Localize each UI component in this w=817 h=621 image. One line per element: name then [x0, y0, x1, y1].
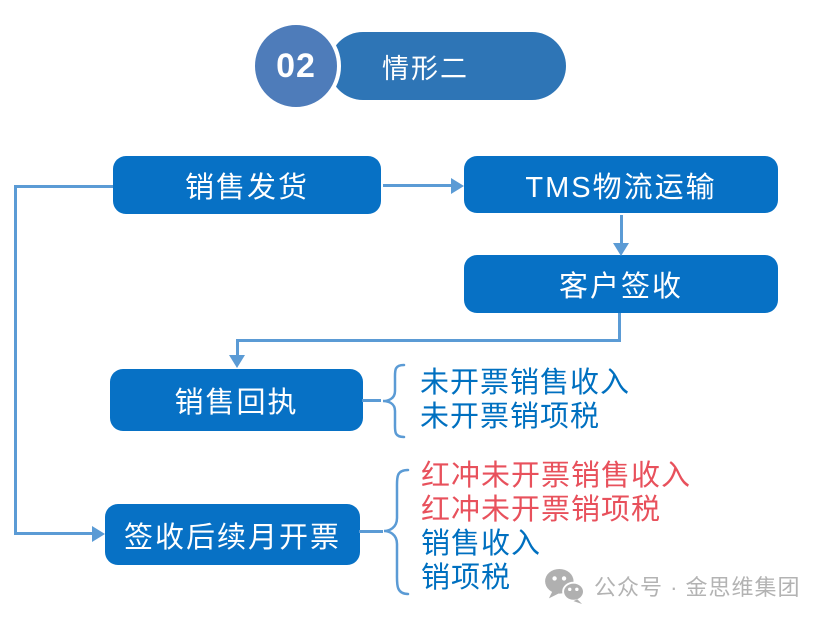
connector-sign-elbow-down — [618, 313, 621, 342]
watermark-text: 公众号 · 金思维集团 — [594, 575, 801, 600]
connector-sign-elbow-drop — [236, 339, 239, 357]
brace-stub-invoice — [359, 530, 383, 533]
connector-shipment-tms — [383, 184, 453, 187]
node-sales-shipment: 销售发货 — [113, 156, 381, 214]
node-customer-sign-label: 客户签收 — [558, 271, 683, 303]
list-item: 销项税 — [421, 562, 512, 594]
receipt-outputs-list: 未开票销售收入 未开票销项税 — [420, 366, 630, 434]
connector-sign-elbow-across — [236, 339, 621, 342]
node-customer-sign: 客户签收 — [464, 255, 778, 313]
header-step-badge: 02 — [251, 21, 341, 111]
arrowhead-into-receipt — [229, 355, 245, 368]
brace-receipt-outputs — [382, 363, 406, 439]
invoice-outputs-list: 红冲未开票销售收入 红冲未开票销项税 销售收入 销项税 — [421, 459, 691, 595]
brace-stub-receipt — [362, 399, 381, 402]
header-step-number: 02 — [276, 46, 316, 85]
wechat-icon — [545, 568, 585, 604]
list-item: 未开票销项税 — [420, 401, 601, 433]
node-next-month-invoice-label: 签收后续月开票 — [123, 521, 341, 554]
connector-left-top-segment — [14, 185, 113, 188]
connector-left-bottom-segment — [14, 532, 93, 535]
node-sales-receipt: 销售回执 — [110, 369, 363, 431]
list-item: 未开票销售收入 — [420, 367, 631, 399]
brace-invoice-outputs — [383, 468, 410, 596]
header-banner: 情形二 — [329, 32, 566, 100]
node-tms-logistics-label: TMS物流运输 — [525, 171, 717, 204]
connector-tms-sign — [620, 215, 623, 245]
list-item: 销售收入 — [421, 528, 542, 560]
header-title: 情形二 — [382, 53, 469, 84]
node-sales-receipt-label: 销售回执 — [174, 387, 299, 419]
connector-left-vertical-segment — [14, 185, 17, 535]
arrowhead-into-invoice — [92, 526, 105, 542]
arrowhead-into-tms — [451, 178, 464, 194]
node-next-month-invoice: 签收后续月开票 — [105, 504, 360, 565]
node-tms-logistics: TMS物流运输 — [464, 156, 778, 213]
list-item: 红冲未开票销项税 — [421, 494, 662, 526]
node-sales-shipment-label: 销售发货 — [184, 172, 309, 204]
watermark: 公众号 · 金思维集团 — [544, 568, 801, 604]
arrowhead-into-sign — [613, 243, 629, 256]
list-item: 红冲未开票销售收入 — [421, 460, 692, 492]
